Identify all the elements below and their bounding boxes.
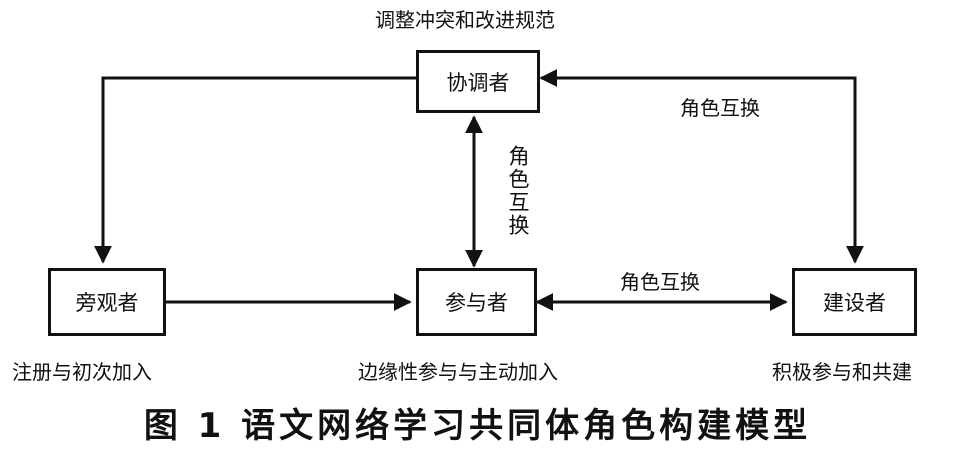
label-role-swap-vertical: 角色互换 [506, 145, 530, 237]
arrow-coordinator-builder-swap [539, 69, 864, 264]
figure-caption: 图 1 语文网络学习共同体角色构建模型 [143, 406, 812, 446]
label-adjust-conflict: 调整冲突和改进规范 [375, 8, 555, 32]
label-participant-desc: 边缘性参与与主动加入 [358, 360, 558, 384]
node-coordinator-label: 协调者 [446, 70, 510, 95]
node-builder: 建设者 [792, 268, 917, 336]
arrow-coordinator-to-bystander [94, 76, 416, 264]
node-coordinator: 协调者 [416, 50, 540, 113]
label-role-swap-top-right: 角色互换 [680, 96, 760, 120]
label-role-swap-bottom: 角色互换 [620, 270, 700, 294]
label-builder-desc: 积极参与和共建 [772, 360, 912, 384]
node-bystander-label: 旁观者 [75, 291, 139, 315]
node-bystander: 旁观者 [48, 268, 166, 336]
node-participant-label: 参与者 [445, 291, 508, 315]
label-bystander-desc: 注册与初次加入 [12, 360, 152, 384]
node-builder-label: 建设者 [823, 291, 886, 315]
node-participant: 参与者 [416, 268, 537, 336]
